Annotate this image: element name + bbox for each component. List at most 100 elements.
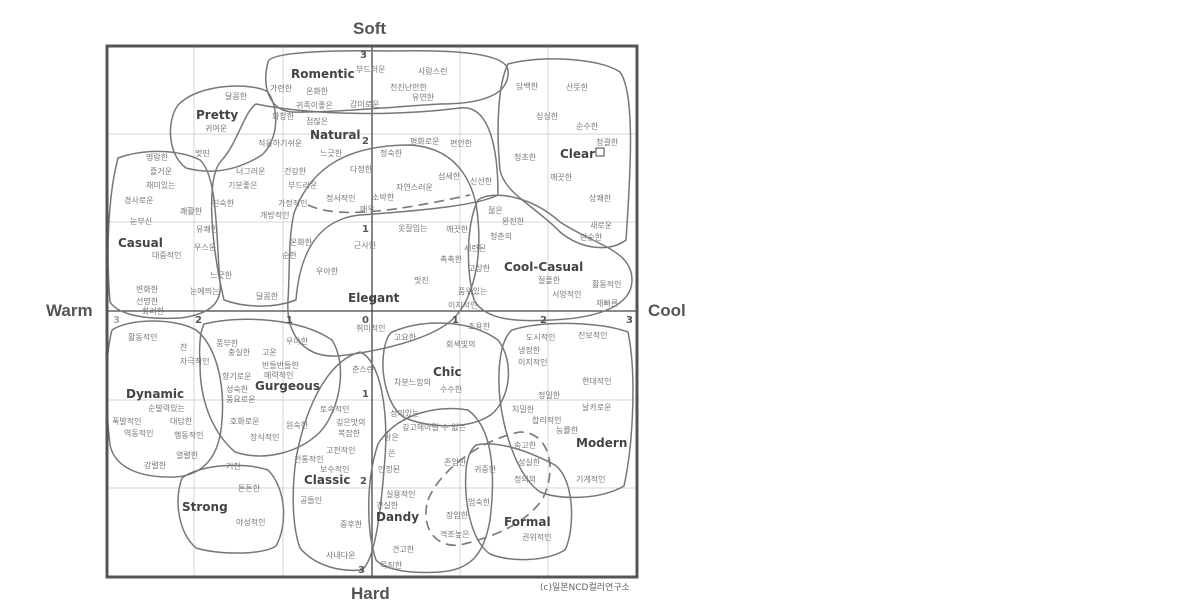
adjective-word: 느긋한 — [320, 149, 343, 158]
adjective-word: 명랑한 — [146, 152, 169, 162]
center-axes — [107, 46, 637, 577]
adjective-word: 온화한 — [306, 87, 329, 96]
adjective-word: 자극적인 — [180, 356, 209, 366]
adjective-word: 호화로운 — [230, 417, 259, 426]
adjective-word: 단순한 — [580, 232, 603, 242]
adjective-word: 싱싱한 — [536, 111, 559, 121]
adjective-word: 느긋한 — [210, 271, 233, 280]
adjective-word: 천진난만한 — [390, 82, 427, 92]
adjective-word: 재빠른 — [596, 298, 618, 308]
adjective-word: 매우 — [360, 205, 375, 214]
group-labels: Romentic Pretty Natural Clear Casual Ele… — [118, 67, 627, 529]
adjective-word: 고상한 — [468, 263, 491, 273]
adjective-word: 향기로운 — [222, 372, 251, 381]
adjective-word: 깊고헤아릴 수 없는 — [402, 422, 466, 432]
adjective-word: 복잡한 — [338, 428, 361, 438]
adjective-word: 가련한 — [270, 83, 293, 93]
label-gurgeous: Gurgeous — [255, 379, 320, 393]
adjective-word: 유연한 — [412, 93, 435, 102]
adjective-word: 대담한 — [170, 416, 193, 426]
clear-box-icon — [595, 147, 605, 157]
adjective-word: 깨끗한 — [446, 224, 469, 234]
adjective-word: 취미적인 — [356, 323, 385, 333]
label-natural: Natural — [310, 128, 361, 142]
adjective-word: 찬 — [180, 342, 188, 352]
adjective-word: 경사로운 — [124, 195, 153, 205]
adjective-word: 날카로운 — [582, 402, 611, 412]
tick-v-4: 2 — [360, 476, 367, 487]
adjective-word: 평화로운 — [410, 136, 439, 146]
tick-h-5: 2 — [540, 315, 547, 326]
tick-h-0: 3 — [113, 315, 120, 326]
adjective-word: 깊은맛의 — [336, 417, 365, 427]
adjective-word: 토속적인 — [320, 404, 349, 414]
adjective-word: 옷잘입는 — [398, 224, 427, 233]
adjective-word: 개방적인 — [260, 210, 289, 220]
adjective-word: 너그러운 — [236, 166, 265, 176]
adjective-word: 귀족이좋은 — [296, 100, 333, 110]
dashed-formal-modern — [425, 431, 551, 546]
adjective-word: 송고한 — [514, 441, 537, 450]
axis-label-hard: Hard — [351, 584, 390, 603]
tick-h-4: 1 — [452, 315, 459, 326]
adjective-word: 견실한 — [376, 500, 399, 510]
region-formal — [464, 443, 573, 561]
adjective-word: 기계적인 — [576, 474, 605, 484]
adjective-word: 보수적인 — [320, 464, 349, 474]
adjective-word: 현대적인 — [582, 376, 611, 386]
adjective-word: 가정적인 — [278, 198, 307, 208]
tick-labels: 3 2 1 0 1 2 3 3 2 1 1 2 3 — [113, 50, 633, 576]
adjective-word: 우아한 — [286, 336, 309, 346]
adjective-word: 고전적인 — [326, 445, 355, 455]
adjective-word: 멋진 — [414, 275, 429, 285]
adjective-word: 청결한 — [596, 137, 619, 147]
adjective-word: 이지적인 — [448, 300, 477, 310]
adjective-word: 감미로운 — [350, 99, 379, 109]
adjective-word: 점잖은 — [306, 116, 328, 126]
adjective-word: 차분느힘의 — [394, 377, 431, 387]
adjective-word: 정숙한 — [380, 148, 403, 158]
adjective-word: 편안한 — [450, 138, 473, 148]
adjective-word: 장엄한 — [446, 510, 469, 520]
adjective-word: 공들인 — [300, 495, 322, 505]
adjective-word: 성숙한 — [226, 385, 249, 394]
adjective-word: 쾌활한 — [180, 206, 203, 216]
region-classic — [292, 351, 387, 572]
adjective-word: 정의의 — [514, 474, 536, 484]
adjective-word: 청춘의 — [490, 231, 512, 241]
adjective-word: 사내다운 — [326, 551, 355, 560]
adjective-word: 멋띤 — [195, 148, 210, 158]
adjective-word: 전통적인 — [294, 454, 323, 464]
adjective-word: 정밀한 — [538, 390, 561, 400]
adjective-word: 대중적인 — [152, 250, 181, 260]
adjective-word: 충실한 — [228, 347, 251, 357]
tick-h-6: 3 — [626, 315, 633, 326]
credit-text: (c)일본NCD컬러연구소 — [540, 583, 630, 593]
region-modern — [498, 322, 634, 499]
adjective-word: 눈에띄는 — [190, 287, 219, 296]
adjective-word: 절플한 — [538, 276, 561, 285]
adjective-word: 순한 — [282, 251, 297, 260]
adjective-word: 세련된 — [464, 243, 486, 253]
adjective-word: 열렬한 — [176, 451, 199, 460]
axis-label-warm: Warm — [46, 301, 93, 320]
adjective-word: 행동적인 — [174, 430, 203, 440]
label-formal: Formal — [504, 515, 551, 529]
region-natural — [210, 103, 499, 307]
adjective-word: 우아한 — [316, 266, 339, 276]
adjective-word: 도시적인 — [526, 332, 555, 342]
adjective-word: 역동적인 — [124, 428, 153, 438]
adjective-word: 성실한 — [518, 457, 541, 467]
adjective-word: 사랑스런 — [418, 66, 447, 76]
adjective-word: 맑은 — [384, 433, 399, 442]
adjective-word: 반들반들한 — [262, 361, 299, 370]
adjective-word: 소박한 — [372, 192, 395, 202]
adjective-word: 매력적인 — [264, 370, 293, 380]
adjective-word: 회색빛의 — [446, 339, 475, 349]
adjective-word: 중후한 — [340, 520, 363, 529]
adjective-word: 달콤한 — [225, 92, 248, 101]
adjective-word: 귀중한 — [474, 464, 497, 474]
adjective-word: 귀여운 — [205, 123, 227, 133]
label-elegant: Elegant — [348, 291, 400, 305]
adjective-word: 진보적인 — [578, 330, 607, 340]
